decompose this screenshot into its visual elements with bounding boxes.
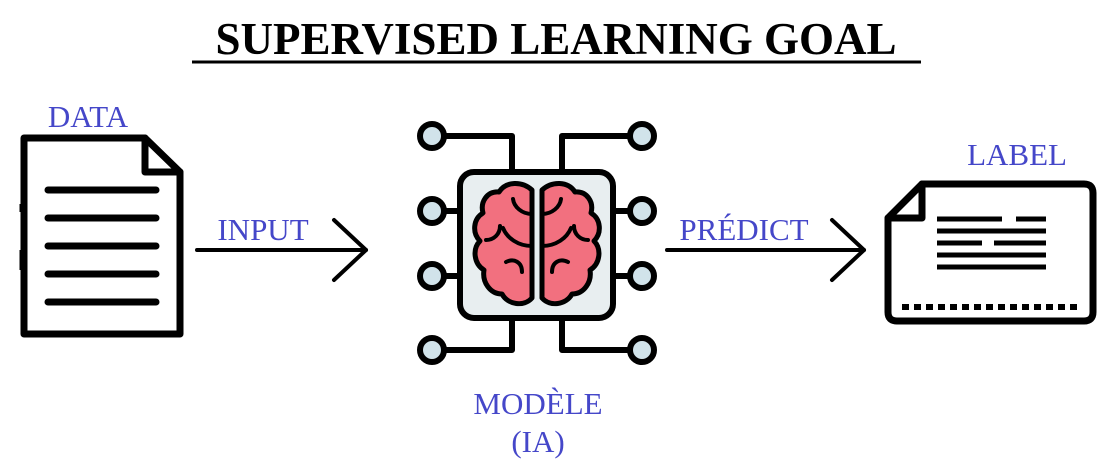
data-label: DATA bbox=[48, 99, 129, 134]
predict-edge-label: PRÉDICT bbox=[679, 212, 808, 247]
chip-node bbox=[627, 335, 657, 365]
brain-icon bbox=[472, 181, 602, 307]
input-edge-label: INPUT bbox=[217, 212, 308, 247]
predict-arrow bbox=[665, 218, 866, 282]
chip-node bbox=[417, 335, 447, 365]
document-icon bbox=[20, 134, 184, 338]
label-node-label: LABEL bbox=[967, 137, 1067, 172]
chip-node bbox=[417, 121, 447, 151]
chip-node bbox=[627, 196, 657, 226]
brain-folds bbox=[484, 197, 590, 274]
model-sublabel: (IA) bbox=[511, 424, 564, 459]
label-card-text-lines bbox=[937, 216, 1046, 270]
chip-node bbox=[417, 261, 447, 291]
input-arrow bbox=[195, 218, 368, 282]
diagram-title: SUPERVISED LEARNING GOAL bbox=[215, 14, 896, 64]
chip-node bbox=[417, 196, 447, 226]
ai-chip-icon bbox=[417, 121, 657, 365]
model-label: MODÈLE bbox=[473, 386, 602, 421]
chip-node bbox=[627, 261, 657, 291]
chip-node bbox=[627, 121, 657, 151]
